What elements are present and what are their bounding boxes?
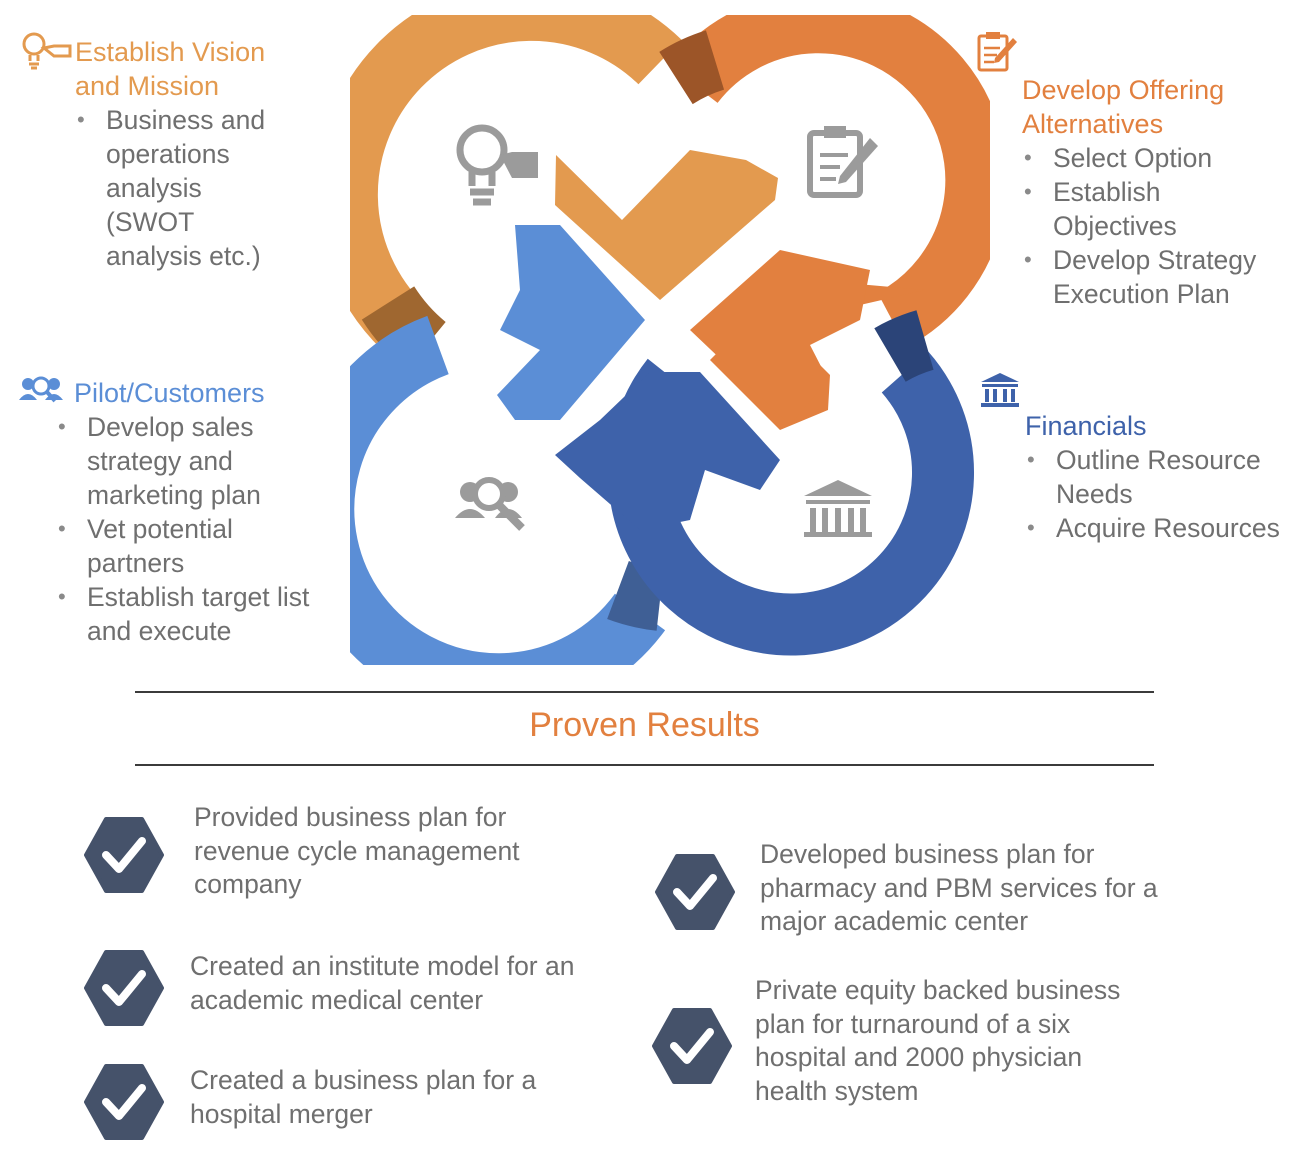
vision-title-line1: Establish Vision: [75, 37, 266, 67]
list-item: Establish Objectives: [1022, 175, 1213, 243]
clipboard-pencil-icon: [807, 126, 878, 198]
result-text: Created an institute model for an academ…: [190, 951, 575, 1015]
bank-building-icon: [804, 480, 872, 537]
financials-title: Financials: [1025, 411, 1147, 441]
vision-title: Establish Vision and Mission: [75, 35, 295, 103]
clipboard-pencil-icon: [977, 32, 1017, 72]
vision-section: Establish Vision and Mission Business an…: [75, 35, 295, 273]
offering-title-line2: Alternatives: [1022, 109, 1164, 139]
result-text: Provided business plan for revenue cycle…: [194, 802, 520, 899]
cycle-diagram: [350, 15, 990, 665]
offering-arrow: [659, 15, 990, 430]
pilot-title: Pilot/Customers: [74, 378, 265, 408]
people-search-icon: [455, 477, 525, 531]
lightbulb-tag-icon: [456, 124, 538, 206]
offering-section: Develop Offering Alternatives Select Opt…: [1022, 73, 1292, 311]
offering-list: Select Option Establish Objectives Devel…: [1022, 141, 1284, 311]
offering-title: Develop Offering Alternatives: [1022, 73, 1292, 141]
list-item: Vet potential partners: [56, 512, 277, 580]
vision-list: Business and operations analysis (SWOT a…: [75, 103, 275, 273]
bank-building-icon: [981, 373, 1019, 407]
result-item: Provided business plan for revenue cycle…: [84, 802, 554, 899]
pilot-section: Pilot/Customers: [74, 376, 354, 410]
financials-section: Financials Outline Resource Needs Acquir…: [1025, 409, 1295, 545]
list-item: Outline Resource Needs: [1025, 443, 1276, 511]
list-item: Select Option: [1022, 141, 1284, 175]
result-text: Private equity backed business plan for …: [755, 975, 1121, 1106]
list-item: Establish target list and execute: [56, 580, 321, 648]
result-item: Private equity backed business plan for …: [652, 975, 1192, 1106]
divider-top: [135, 691, 1154, 693]
list-item: Develop Strategy Execution Plan: [1022, 243, 1283, 311]
pilot-list: Develop sales strategy and marketing pla…: [56, 410, 321, 648]
lightbulb-tag-icon: [22, 32, 72, 70]
result-text: Developed business plan for pharmacy and…: [760, 839, 1158, 936]
result-item: Created an institute model for an academ…: [84, 948, 604, 1028]
checkmark-icon: [655, 854, 735, 930]
financials-list: Outline Resource Needs Acquire Resources: [1025, 443, 1295, 545]
checkmark-icon: [652, 1008, 732, 1084]
result-text: Created a business plan for a hospital m…: [190, 1065, 537, 1129]
checkmark-icon: [84, 1064, 164, 1140]
offering-title-line1: Develop Offering: [1022, 75, 1225, 105]
checkmark-icon: [84, 817, 164, 893]
list-item: Develop sales strategy and marketing pla…: [56, 410, 287, 512]
results-title: Proven Results: [529, 706, 760, 744]
people-search-icon: [19, 376, 63, 403]
result-item: Developed business plan for pharmacy and…: [655, 839, 1195, 936]
financials-arrow: [555, 310, 974, 656]
result-item: Created a business plan for a hospital m…: [84, 1062, 604, 1142]
list-item: Business and operations analysis (SWOT a…: [75, 103, 275, 273]
divider-bottom: [135, 764, 1154, 766]
checkmark-icon: [84, 950, 164, 1026]
vision-title-line2: and Mission: [75, 71, 220, 101]
list-item: Acquire Resources: [1025, 511, 1295, 545]
